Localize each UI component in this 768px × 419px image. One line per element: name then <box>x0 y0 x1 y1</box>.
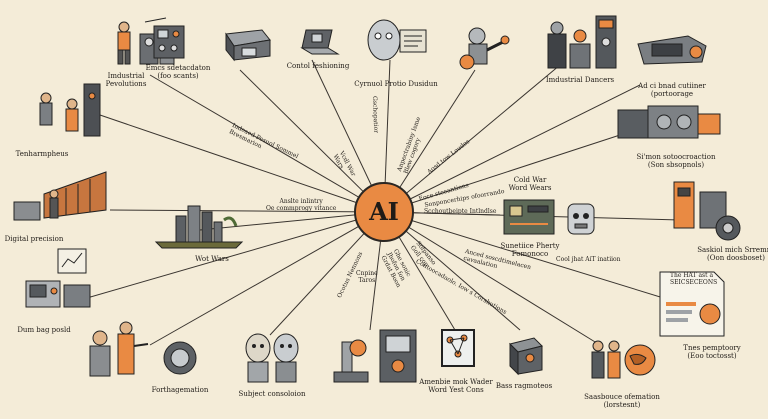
spoke-line <box>383 211 671 301</box>
spoke-label: Cnpine Taros <box>356 270 378 284</box>
node-label-dem-bag-posid: Dum bag posld <box>17 326 71 334</box>
robot-arm-icon <box>455 22 515 72</box>
welder-workers-icon <box>84 316 204 388</box>
node-label-factory-machine: Emcs sdetacdaton (foo scants) <box>145 64 211 80</box>
spoke-line <box>149 74 385 213</box>
spoke-label: The HAT ast a SEICSECEONS <box>670 272 718 286</box>
hub-label: AI <box>368 197 399 226</box>
node-label-robot-head: Cyrnuol Protio Dusidun <box>354 80 438 88</box>
network-screen-icon <box>438 326 478 374</box>
lab-equipment-icon <box>540 12 625 74</box>
node-label-circuit-fomonoco: Sunetiice Pherty Fomonoco <box>500 242 560 258</box>
node-label-saskiol-streams: Saskiol mich Srremns (Oon doosboset) <box>697 246 768 262</box>
node-label-control-fashioning: Contol feshioning <box>286 62 350 70</box>
industrial-workers-icon <box>28 80 106 146</box>
circuit-board-icon <box>500 196 558 238</box>
robot-pair-icon <box>240 330 306 386</box>
node-label-subject-consoloion: Subject consoloion <box>238 390 306 398</box>
globe-people-icon <box>588 334 658 390</box>
spoke-label: Anslte inlintry Oe commprogy vitance <box>266 198 337 212</box>
spoke-label: Cool jhat AiT inatiion <box>556 256 621 263</box>
spoke-line <box>383 64 561 213</box>
node-label-simon-automation: Si'mon sotoocroaction (Son sbsopnols) <box>636 153 716 169</box>
spoke-line <box>109 209 385 213</box>
node-label-industrial-revolutions: Imdustrial Pevolutions <box>105 72 147 88</box>
node-label-tenharmpheus: Tenharmpheus <box>15 150 69 158</box>
gas-cylinder-icon <box>666 176 756 244</box>
node-label-cold-war: Cold War Word Wears <box>508 176 552 192</box>
node-label-digital-precision: Digital precision <box>4 235 64 243</box>
node-label-industrial-dancers: Imdustrial Dancers <box>545 76 615 84</box>
spoke-line <box>383 211 521 331</box>
spoke-line <box>383 84 641 213</box>
spoke-line <box>199 211 385 231</box>
spoke-line <box>149 211 385 346</box>
robot-face-icon <box>564 200 598 240</box>
control-panel-icon <box>150 22 188 62</box>
spoke-line <box>99 114 385 213</box>
node-label-adhesive: Ad ci bnad cutiiner (portoorage <box>638 82 706 98</box>
robot-box-icon <box>504 332 546 376</box>
node-label-war-wars: Wot Wars <box>195 255 229 263</box>
drill-machine-icon <box>632 30 712 70</box>
spoke-label: Gschopatior <box>371 96 380 134</box>
spoke-line <box>383 211 601 346</box>
spoke-line <box>239 69 385 213</box>
engine-block-icon <box>612 100 724 146</box>
node-label-bass-ragmoteos: Bass ragmoteos <box>495 382 553 390</box>
document-report-icon <box>656 268 732 340</box>
spoke-line <box>383 134 621 213</box>
microscope-icon <box>328 326 422 386</box>
laptop-icon <box>298 26 342 58</box>
robot-head-icon <box>362 16 432 64</box>
spoke-label: Scchoutbeipte Intlndlse <box>424 208 497 215</box>
node-label-forthagemation: Forthagemation <box>151 386 209 394</box>
ai-hub: AI <box>354 182 414 242</box>
node-label-the-hat: Tnes pemptoory (Eoo toctosst) <box>683 344 741 360</box>
node-label-sacusbouce: Saasbouce ofemation (lorstesnt) <box>584 393 660 409</box>
city-ruins-icon <box>152 190 247 250</box>
factory-building-icon <box>10 170 112 224</box>
computer-console-icon <box>220 26 275 62</box>
old-computer-icon <box>20 245 100 315</box>
spoke-line <box>79 211 385 301</box>
node-label-amenbie-motor: Amenbie mok Wader Word Yest Cons <box>419 378 493 394</box>
